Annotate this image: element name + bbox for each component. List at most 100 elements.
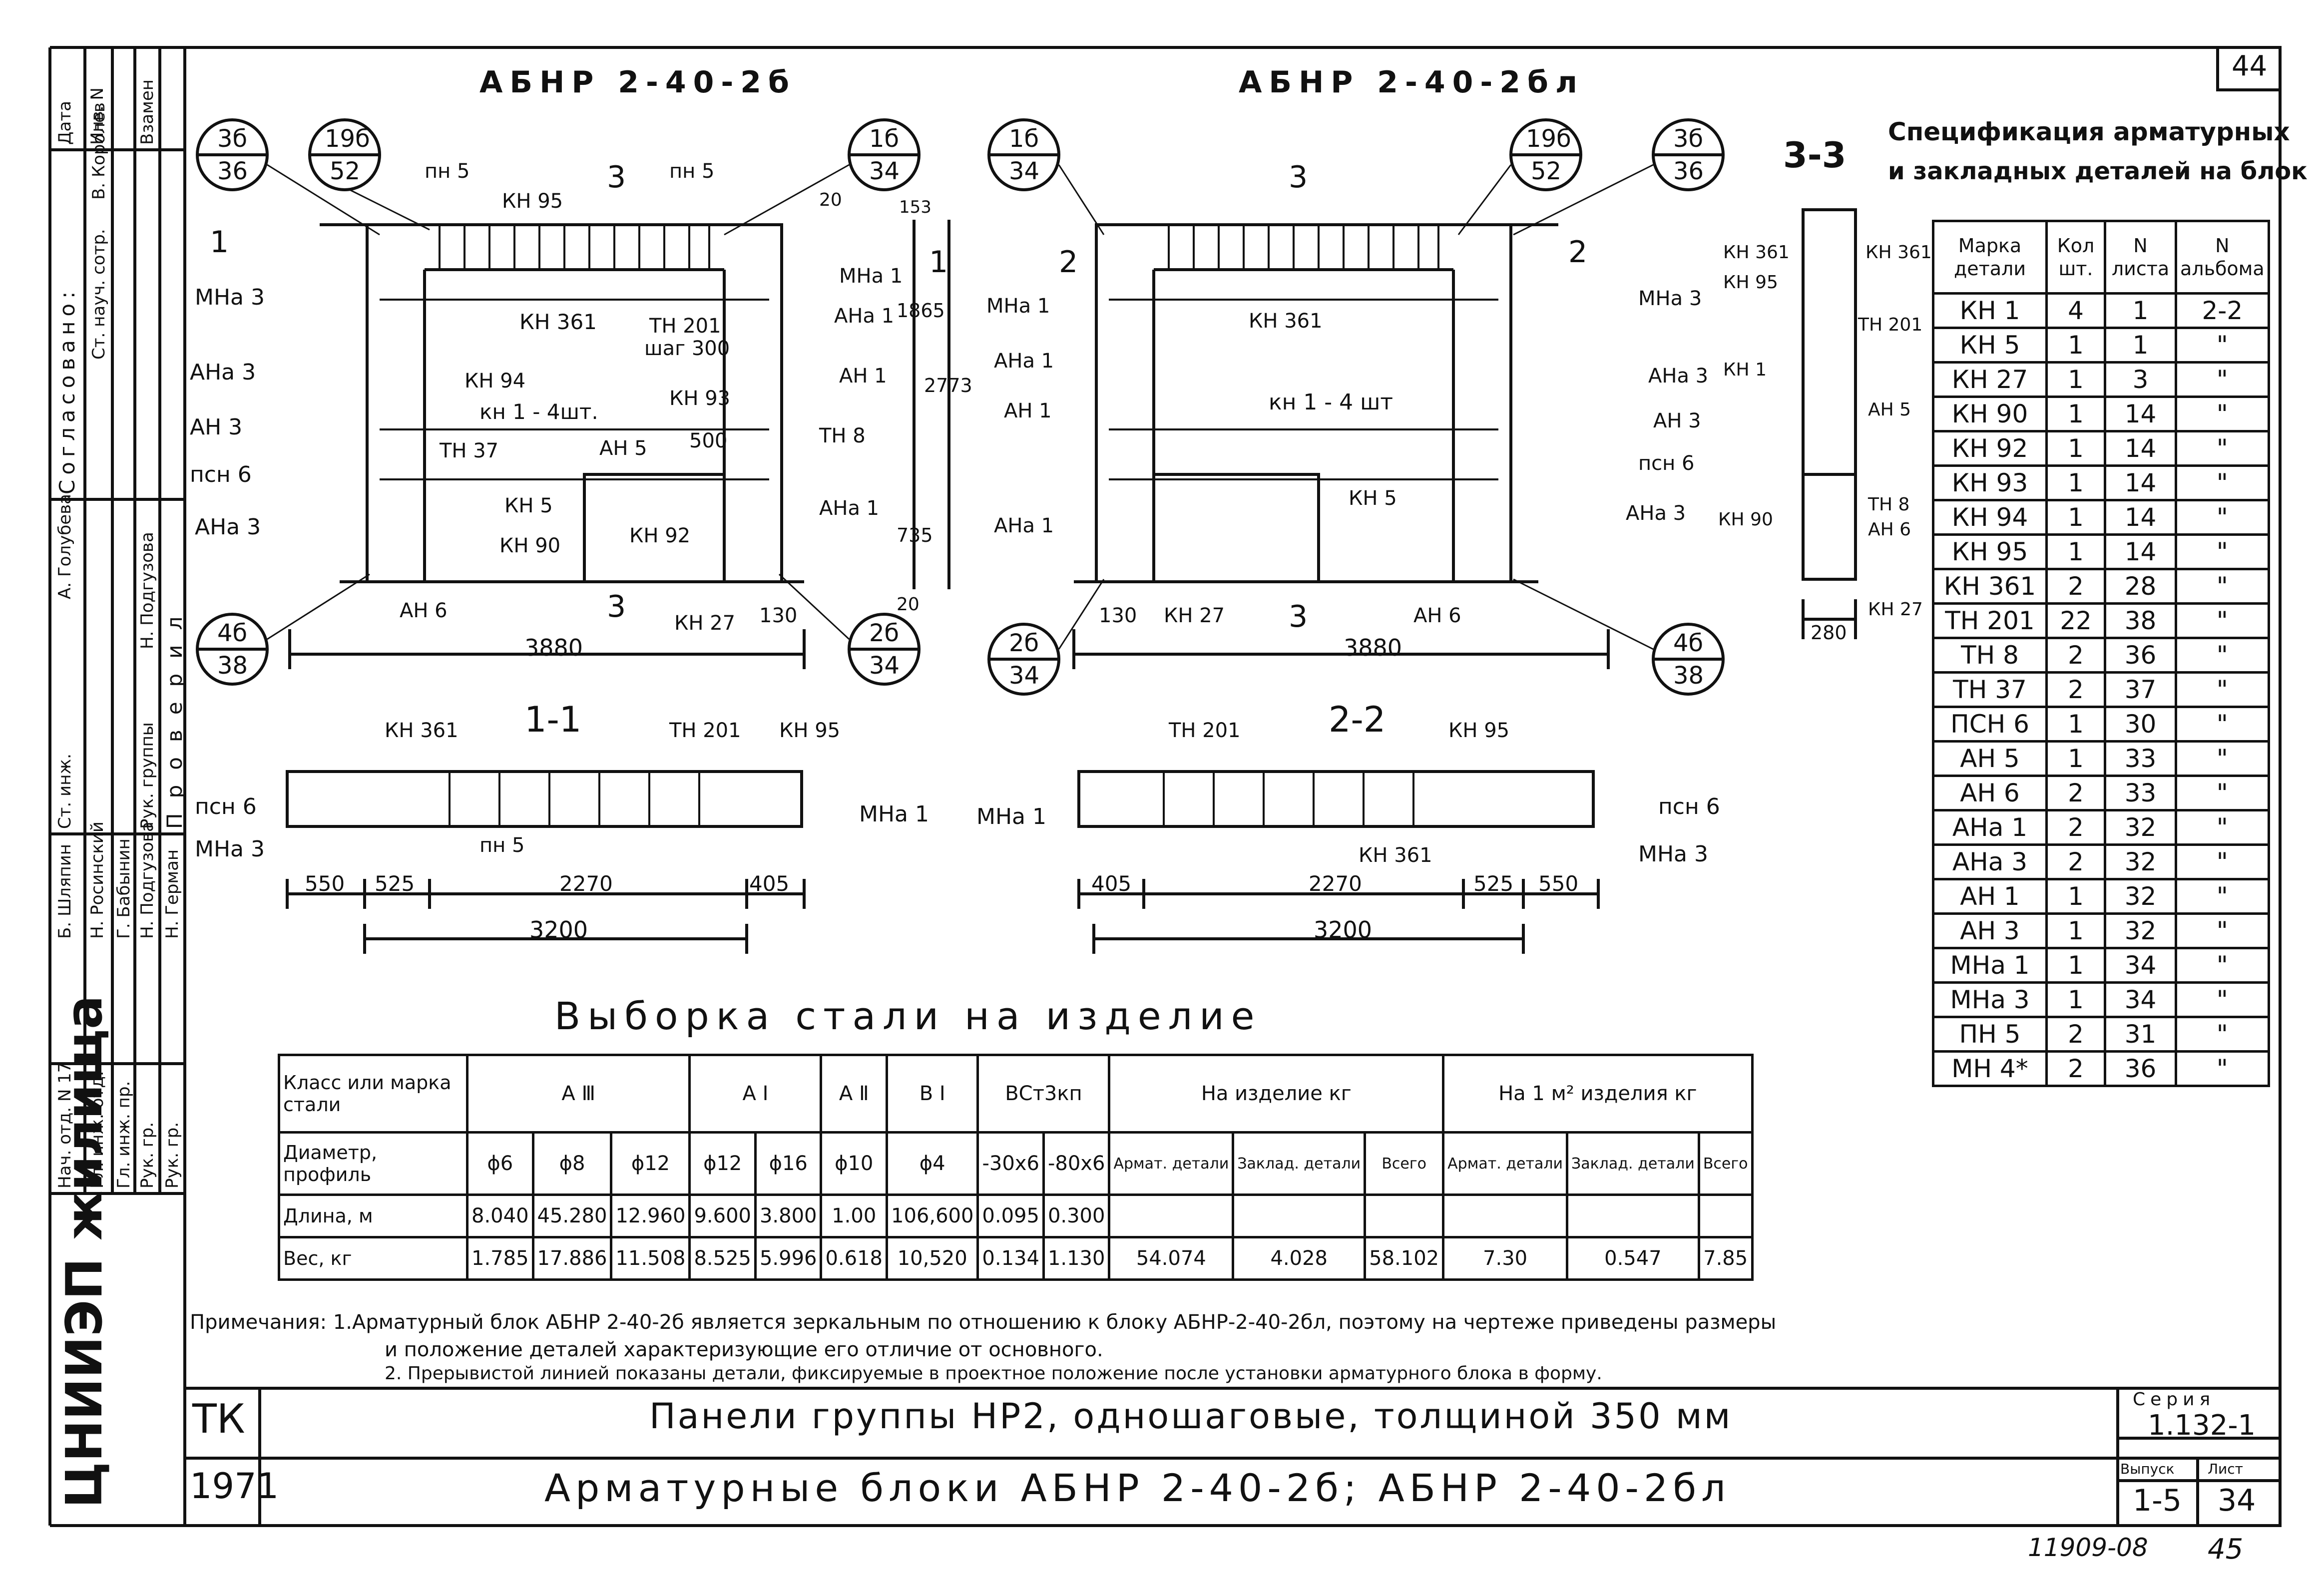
section-mark: 1 bbox=[929, 245, 948, 280]
steel-diam: -80x6 bbox=[1042, 1131, 1111, 1196]
spec-cell: 32 bbox=[2104, 878, 2177, 915]
year-label: 1971 bbox=[190, 1466, 279, 1507]
label: МНа 3 bbox=[195, 285, 265, 310]
label: КН 361 bbox=[1723, 242, 1790, 263]
steel-cell bbox=[1566, 1193, 1700, 1238]
steel-cell: 1.785 bbox=[466, 1236, 534, 1281]
spec-cell: МНа 3 bbox=[1932, 981, 2048, 1018]
spec-cell: 36 bbox=[2104, 1050, 2177, 1087]
dimension: 280 bbox=[1811, 622, 1847, 644]
stamp-name: Б. Шляпин bbox=[55, 843, 75, 939]
callout-top: 4б bbox=[1673, 629, 1704, 657]
spec-cell: АН 5 bbox=[1932, 740, 2048, 777]
label: КН 361 bbox=[1249, 310, 1323, 333]
spec-cell: " bbox=[2175, 912, 2270, 949]
spec-title-1: Спецификация арматурных bbox=[1888, 117, 2290, 146]
spec-cell: 1 bbox=[2045, 395, 2106, 432]
stamp-name: Н. Росинский bbox=[87, 821, 107, 939]
spec-cell: ТН 8 bbox=[1932, 637, 2048, 674]
callout-bottom: 34 bbox=[869, 652, 900, 680]
sheet-value: 34 bbox=[2218, 1483, 2256, 1518]
label: пн 5 bbox=[669, 160, 715, 183]
dimension: 405 bbox=[1091, 871, 1132, 896]
steel-cell bbox=[1364, 1193, 1445, 1238]
label: КН 95 bbox=[1723, 272, 1778, 293]
spec-cell: " bbox=[2175, 430, 2270, 467]
label: АН 5 bbox=[1868, 399, 1911, 420]
label: АНа 3 bbox=[190, 360, 256, 385]
dimension: 525 bbox=[1473, 871, 1514, 896]
label: 130 bbox=[1099, 604, 1137, 627]
callout-top: 19б bbox=[325, 125, 370, 153]
label: ТН 8 bbox=[1868, 494, 1910, 515]
label: МНа 1 bbox=[839, 265, 903, 288]
page-number: 45 bbox=[2208, 1533, 2244, 1566]
label: КН 361 bbox=[1865, 242, 1932, 263]
callout-bottom: 52 bbox=[1531, 157, 1562, 185]
spec-cell: " bbox=[2175, 706, 2270, 743]
steel-header-b1: В Ⅰ bbox=[885, 1054, 979, 1134]
spec-cell: 2 bbox=[2045, 809, 2106, 846]
label: псн 6 bbox=[195, 794, 257, 819]
spec-cell: 1 bbox=[2045, 327, 2106, 364]
spec-cell: " bbox=[2175, 568, 2270, 605]
spec-cell: АН 1 bbox=[1932, 878, 2048, 915]
spec-cell: МНа 1 bbox=[1932, 947, 2048, 984]
dimension: 3200 bbox=[1314, 916, 1373, 943]
steel-diam: ϕ6 bbox=[466, 1131, 534, 1196]
stamp-role: Рук. группы bbox=[137, 722, 157, 829]
series-label: Серия bbox=[2133, 1389, 2216, 1410]
steel-sub: Всего bbox=[1697, 1131, 1754, 1196]
label: АН 6 bbox=[400, 599, 448, 622]
spec-cell: 36 bbox=[2104, 637, 2177, 674]
dimension: 405 bbox=[749, 871, 790, 896]
stamp-role: Рук. гр. bbox=[137, 1122, 157, 1188]
callout-top: 4б bbox=[217, 619, 248, 647]
steel-cell: 45.280 bbox=[531, 1193, 613, 1238]
steel-diam: ϕ12 bbox=[688, 1131, 757, 1196]
steel-cell: 0.618 bbox=[820, 1236, 888, 1281]
spec-cell: 1 bbox=[2045, 878, 2106, 915]
callout-bottom: 34 bbox=[869, 157, 900, 185]
spec-cell: КН 90 bbox=[1932, 395, 2048, 432]
steel-cell: 54.074 bbox=[1108, 1236, 1235, 1281]
spec-cell: 1 bbox=[2045, 533, 2106, 570]
dimension: 525 bbox=[375, 871, 415, 896]
sheet-label: Лист bbox=[2208, 1461, 2243, 1477]
spec-cell: " bbox=[2175, 809, 2270, 846]
label: МНа 3 bbox=[1638, 841, 1708, 867]
steel-cell: 1.130 bbox=[1042, 1236, 1111, 1281]
label: пн 5 bbox=[425, 160, 470, 183]
section-mark: 3 bbox=[1289, 160, 1308, 195]
steel-cell: 8.040 bbox=[466, 1193, 534, 1238]
label: псн 6 bbox=[1638, 452, 1695, 475]
label: ТН 8 bbox=[819, 424, 866, 447]
spec-cell: 3 bbox=[2104, 361, 2177, 398]
label: МНа 3 bbox=[1638, 287, 1702, 310]
label: шаг 300 bbox=[644, 337, 730, 360]
steel-diam: ϕ8 bbox=[531, 1131, 613, 1196]
label: АНа 1 bbox=[819, 497, 880, 520]
spec-cell: " bbox=[2175, 671, 2270, 708]
spec-cell: " bbox=[2175, 775, 2270, 811]
label: КН 95 bbox=[779, 719, 841, 742]
label: ТН 201 bbox=[649, 315, 721, 338]
label: 130 bbox=[759, 604, 798, 627]
dimension: 3880 bbox=[1344, 634, 1402, 661]
spec-cell: " bbox=[2175, 1016, 2270, 1053]
steel-cell: 3.800 bbox=[754, 1193, 823, 1238]
stamp-vzamen: Взамен bbox=[137, 79, 157, 145]
spec-cell: КН 95 bbox=[1932, 533, 2048, 570]
spec-cell: 33 bbox=[2104, 740, 2177, 777]
steel-header-a2: А Ⅱ bbox=[820, 1054, 888, 1134]
label: АНа 1 bbox=[994, 350, 1054, 373]
callout-top: 2б bbox=[869, 619, 900, 647]
